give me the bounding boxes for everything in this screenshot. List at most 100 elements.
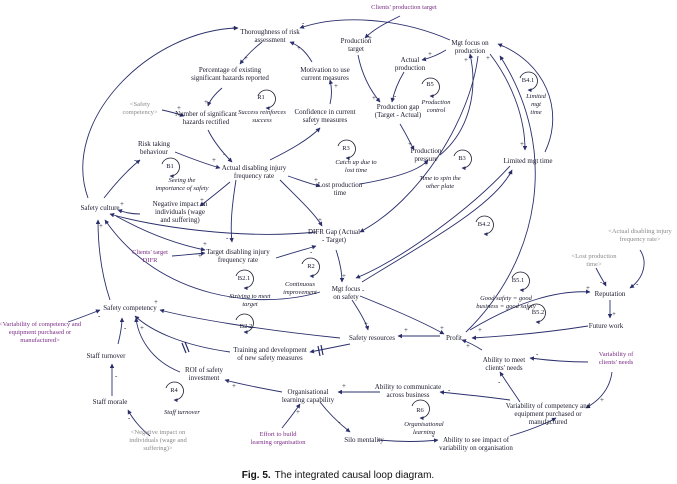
loop-circle (257, 89, 276, 111)
text-line: variability on organisation (439, 444, 513, 452)
link-confidence-to-motivation (328, 79, 334, 105)
node-staff-morale: Staff morale (93, 398, 128, 406)
text-line: Variability of competency and (506, 402, 591, 410)
polarity-signs: + + - + + + - + - + + + - - + + + + + - … (98, 19, 639, 440)
text-line: behaviour (140, 148, 169, 156)
text-line: ROI of safety (185, 366, 224, 374)
link-mgt-focus-production-to-thoroughness (299, 19, 451, 41)
loop-id: B2.2 (240, 323, 252, 330)
polarity-sign: - (310, 248, 313, 256)
link-future-work-to-profit (471, 325, 589, 341)
text-line: Negative impact on (153, 200, 208, 208)
text-line: Striving to meet (229, 293, 270, 300)
loop-circle (301, 257, 320, 279)
loop-id: B5.2 (532, 309, 544, 316)
node-production-gap: Production gap(Target - Actual) (375, 103, 422, 119)
text-line: individuals (wage and (129, 437, 187, 444)
loop-circle (161, 157, 180, 179)
link-learning-to-roi (224, 378, 283, 393)
loop-marker-b2-2: B2.2 (235, 313, 254, 335)
text-line: investment (189, 374, 220, 382)
polarity-sign: + (368, 34, 372, 42)
node-profit: Profit (446, 334, 462, 342)
loop-id: B4.2 (478, 221, 490, 228)
loop-id: R4 (170, 387, 178, 394)
text-line: target (242, 301, 257, 308)
link-lost-shadow-to-reputation (595, 267, 607, 287)
node-limited-mgt-time: Limited mgt time (504, 157, 553, 165)
caption-text: Fig. 5.The integrated causal loop diagra… (242, 470, 434, 481)
text-line: Actual (401, 56, 420, 64)
text-line: Actual disabling injury (222, 164, 287, 172)
link-gap-to-pressure (399, 123, 415, 151)
link-see-impact-to-variability (509, 417, 557, 437)
text-line: frequency rate (218, 256, 258, 264)
polarity-sign: + (520, 140, 524, 148)
text-line: Limited mgt time (504, 157, 553, 165)
node-difr-gap: DIFR Gap (Actual- Target) (308, 228, 360, 244)
text-line: lost time (345, 167, 367, 174)
node-safety-competency: Safety competency (103, 304, 157, 312)
link-risk-to-difr (174, 151, 221, 170)
link-culture-to-thoroughness (82, 25, 239, 199)
loop-id: R3 (342, 145, 350, 152)
loop-id: B1 (166, 163, 174, 170)
polarity-sign: + (99, 222, 103, 230)
text-line: importance of safety (155, 185, 208, 192)
text-line: - Target) (322, 236, 347, 244)
text-line: business = good safety (476, 303, 536, 310)
loop-circle (511, 271, 530, 293)
causal-links (67, 15, 645, 443)
link-limited-time-to-mgt-focus-safety (355, 165, 511, 279)
text-line: Staff turnover (87, 352, 127, 360)
text-line: <Actual disabling injury (608, 228, 672, 235)
text-line: assessment (254, 36, 285, 44)
text-line: Production (420, 99, 450, 106)
node-staff-turnover: Staff turnover (87, 352, 127, 360)
polarity-sign: - (498, 378, 501, 386)
text-line: and suffering) (160, 216, 200, 224)
polarity-sign: + (612, 310, 616, 318)
text-line: Ability to communicate (375, 383, 442, 391)
polarity-sign: + (314, 176, 318, 184)
text-line: Lost production (318, 181, 363, 189)
polarity-sign: - (128, 414, 131, 422)
node-safety-resources: Safety resources (349, 334, 395, 342)
text-line: Ability to meet (483, 356, 525, 364)
polarity-sign: + (154, 298, 158, 306)
polarity-sign: + (600, 396, 604, 404)
link-culture-to-risk (103, 159, 141, 199)
text-line: time (530, 109, 541, 116)
loop-circle (411, 399, 430, 421)
figure-caption: Fig. 5.The integrated causal loop diagra… (242, 470, 434, 481)
polarity-sign: + (232, 382, 236, 390)
polarity-sign: + (140, 324, 144, 332)
text-line: control (427, 107, 446, 114)
link-mgt-focus-production-to-actual (421, 49, 447, 62)
text-line: Target disabling injury (206, 248, 270, 256)
loop-circle (235, 269, 254, 291)
loop-circle (519, 71, 538, 93)
text-line: equipment purchased or (514, 410, 582, 418)
polarity-sign: + (297, 44, 301, 52)
text-line: Training and development (233, 346, 307, 354)
text-line: competency> (122, 109, 157, 116)
link-clients-difr-to-target (171, 251, 206, 257)
polarity-sign: + (428, 50, 432, 58)
polarity-sign: + (198, 252, 202, 260)
